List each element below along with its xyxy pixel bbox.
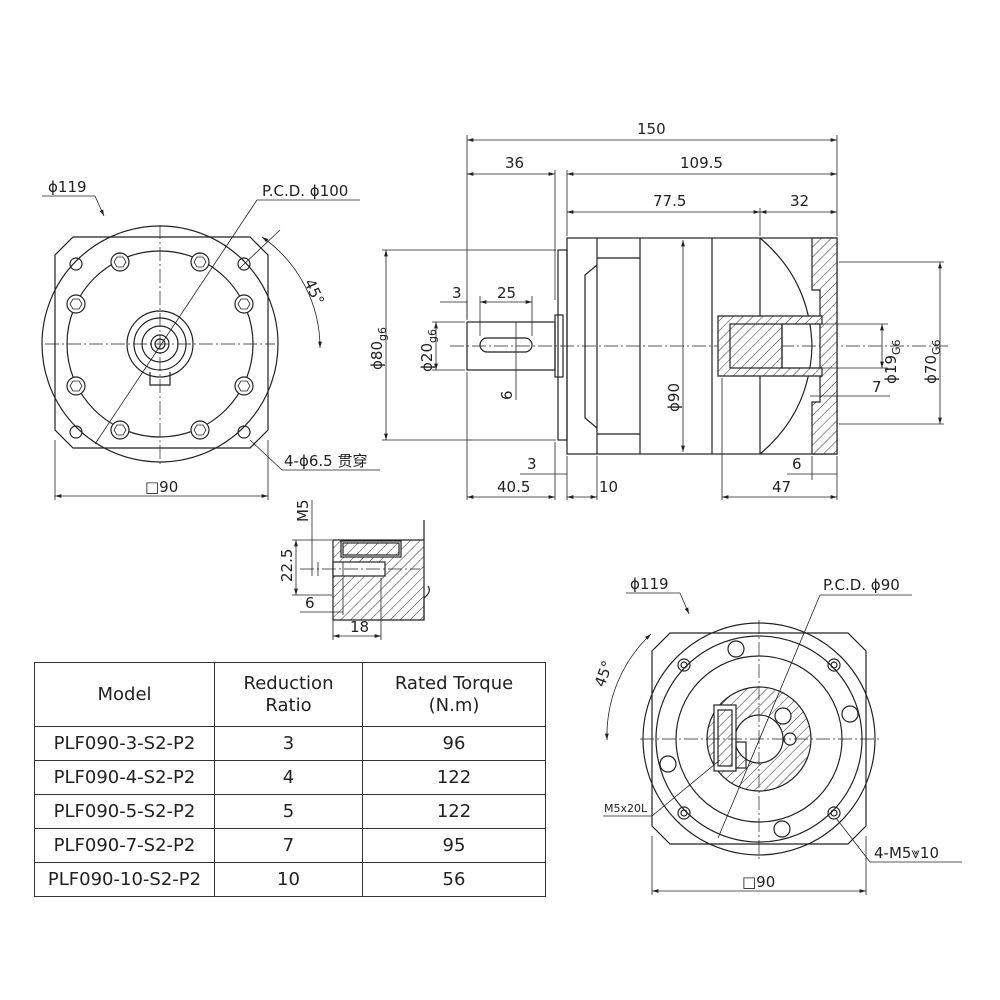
back-screw-label: M5x20L <box>604 802 648 815</box>
side-dim-3: 3 <box>527 455 537 473</box>
table-row: PLF090-7-S2-P2 7 95 <box>34 828 546 863</box>
detail-dim-6: 6 <box>305 594 315 612</box>
side-dim-47: 47 <box>772 478 791 496</box>
detail-section: 22.5 M5 6 18 <box>278 500 430 640</box>
side-dim-7: 7 <box>872 378 882 396</box>
side-length-77-5: 77.5 <box>653 192 686 210</box>
side-dim-40-5: 40.5 <box>497 478 530 496</box>
front-bolt-pattern <box>66 252 254 440</box>
cell-torque: 122 <box>362 794 546 829</box>
table-row: PLF090-3-S2-P2 3 96 <box>34 726 546 761</box>
side-key-offset: 3 <box>452 284 462 302</box>
cell-ratio: 4 <box>214 760 363 795</box>
side-spigot-dia: ϕ70G6 <box>922 339 943 384</box>
back-view: ϕ119 P.C.D. ϕ90 45° M5x20L 4-M5⩔10 □90 <box>591 575 962 895</box>
side-key-length: 25 <box>497 284 516 302</box>
table-row: PLF090-4-S2-P2 4 122 <box>34 760 546 795</box>
front-square-label: □90 <box>145 478 178 496</box>
table-row: PLF090-5-S2-P2 5 122 <box>34 794 546 829</box>
side-key-width: 6 <box>498 390 516 400</box>
cell-model: PLF090-3-S2-P2 <box>34 726 215 761</box>
side-dim-10: 10 <box>599 478 618 496</box>
cell-model: PLF090-10-S2-P2 <box>34 862 215 897</box>
side-bore-dia: ϕ19G6 <box>882 339 903 384</box>
side-flange-length: 32 <box>790 192 809 210</box>
cell-torque: 95 <box>362 828 546 863</box>
back-square-label: □90 <box>742 873 775 891</box>
side-overall-length: 150 <box>637 120 666 138</box>
detail-dim-22-5: 22.5 <box>278 549 296 582</box>
table-row: PLF090-10-S2-P2 10 56 <box>34 862 546 897</box>
back-angle-label: 45° <box>591 658 617 689</box>
side-body-dia: ϕ90 <box>665 383 683 412</box>
cell-torque: 56 <box>362 862 546 897</box>
side-shaft-dia: ϕ20g6 <box>418 329 439 372</box>
back-diameter-label: ϕ119 <box>630 575 669 593</box>
cell-torque: 122 <box>362 760 546 795</box>
cell-ratio: 7 <box>214 828 363 863</box>
front-diameter-label: ϕ119 <box>48 178 87 196</box>
side-pilot-dia: ϕ80g6 <box>368 327 389 370</box>
header-model: Model <box>34 662 215 727</box>
front-pcd-label: P.C.D. ϕ100 <box>262 182 348 200</box>
side-body-length: 109.5 <box>680 154 723 172</box>
cell-ratio: 3 <box>214 726 363 761</box>
cell-torque: 96 <box>362 726 546 761</box>
side-dim-6: 6 <box>792 455 802 473</box>
back-holes-label: 4-M5⩔10 <box>874 844 939 862</box>
front-view: ϕ119 P.C.D. ϕ100 45° 4-ϕ6.5 贯穿 □90 <box>41 178 380 500</box>
cell-model: PLF090-7-S2-P2 <box>34 828 215 863</box>
detail-dim-18: 18 <box>350 618 369 636</box>
front-angle-label: 45° <box>300 276 328 308</box>
side-shaft-length: 36 <box>505 154 524 172</box>
cell-model: PLF090-4-S2-P2 <box>34 760 215 795</box>
header-torque: Rated Torque(N.m) <box>362 662 546 727</box>
cell-model: PLF090-5-S2-P2 <box>34 794 215 829</box>
detail-thread: M5 <box>294 500 312 523</box>
side-view: 150 36 109.5 77.5 32 ϕ80g6 ϕ20g6 3 25 6 … <box>368 120 950 500</box>
cell-ratio: 10 <box>214 862 363 897</box>
back-pcd-label: P.C.D. ϕ90 <box>823 576 900 594</box>
cell-ratio: 5 <box>214 794 363 829</box>
front-holes-label: 4-ϕ6.5 贯穿 <box>284 452 367 470</box>
